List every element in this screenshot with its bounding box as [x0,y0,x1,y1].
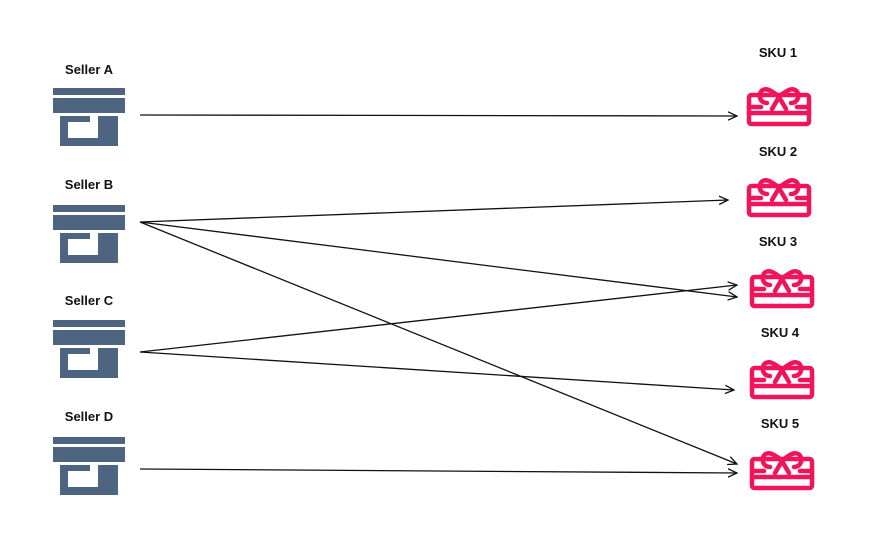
seller-label: Seller B [65,177,113,192]
sku-node-3: SKU 3 [752,234,812,306]
gift-box-icon [749,180,809,215]
seller-column: Seller A Seller B Seller C Seller D [53,62,125,495]
sku-label: SKU 3 [759,234,797,249]
sku-node-2: SKU 2 [749,144,809,215]
gift-box-icon [752,453,812,488]
gift-box-icon [752,271,812,306]
store-icon [53,88,125,146]
sku-node-1: SKU 1 [749,45,809,124]
seller-node-c: Seller C [53,293,125,378]
arrow-seller-b-to-sku-2 [139,200,728,223]
arrow-seller-b-to-sku-5 [139,221,737,464]
seller-node-b: Seller B [53,177,125,263]
sku-label: SKU 2 [759,144,797,159]
arrow-seller-a-to-sku-1 [139,115,737,116]
sku-label: SKU 5 [761,416,799,431]
seller-label: Seller C [65,293,114,308]
gift-box-icon [752,362,812,397]
seller-node-a: Seller A [53,62,125,146]
seller-node-d: Seller D [53,409,125,495]
seller-label: Seller A [65,62,114,77]
sku-node-4: SKU 4 [752,325,812,397]
seller-label: Seller D [65,409,113,424]
store-icon [53,205,125,263]
sku-column: SKU 1 SKU 2 SKU 3 SKU 4 SKU 5 [749,45,812,488]
arrow-seller-c-to-sku-3 [139,285,737,353]
arrow-seller-d-to-sku-5 [139,469,737,473]
arrow-seller-b-to-sku-3 [139,221,737,297]
store-icon [53,320,125,378]
arrow-seller-c-to-sku-4 [139,351,734,390]
connection-arrows [139,115,737,473]
sku-label: SKU 1 [759,45,797,60]
sku-node-5: SKU 5 [752,416,812,488]
gift-box-icon [749,89,809,124]
sku-label: SKU 4 [761,325,800,340]
store-icon [53,437,125,495]
